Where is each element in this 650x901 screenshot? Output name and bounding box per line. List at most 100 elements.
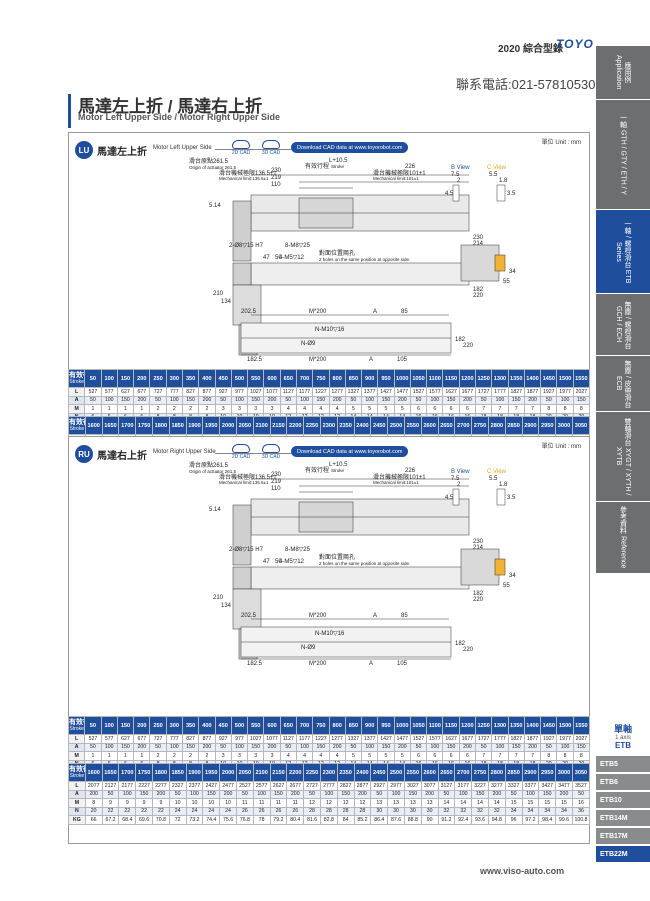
tab-reference[interactable]: 參考資料 Reference xyxy=(596,502,650,574)
tab-etb-series[interactable]: 一軸 / 螺桿滑台 ETB Series xyxy=(596,210,650,294)
series-list: ETB5 ETB6 ETB10 ETB14M ETB17M ETB22M xyxy=(596,756,650,864)
stroke-cell: 1750 xyxy=(135,416,153,435)
table-cell: 9 xyxy=(118,798,137,808)
table-cell: 50 xyxy=(540,395,558,405)
svg-text:4.5: 4.5 xyxy=(445,495,454,501)
svg-text:A: A xyxy=(373,613,377,619)
table-cell: 2 xyxy=(181,751,200,761)
contact-phone: 聯系電話:021-57810530 xyxy=(456,77,596,92)
table-cell: 1 xyxy=(84,404,102,414)
tab-xy-axis[interactable]: 雙軸滑台 XYGT / XYTH / XYTB xyxy=(596,412,650,502)
table-cell: 88.8 xyxy=(403,815,422,825)
svg-text:85: 85 xyxy=(401,613,408,619)
table-cell: 1027 xyxy=(247,734,265,744)
table-cell: 150 xyxy=(572,742,591,752)
tab-ecb[interactable]: 無塵 / 皮帶滑台 ECB xyxy=(596,356,650,412)
table-cell: 10 xyxy=(168,798,187,808)
stroke-cell: 650 xyxy=(279,369,297,388)
table-cell: 200 xyxy=(487,789,506,799)
cad-3d-button[interactable]: 3D CAD xyxy=(259,140,283,156)
series-item-etb17m[interactable]: ETB17M xyxy=(596,828,650,844)
cad-3d-button[interactable]: 3D CAD xyxy=(259,444,283,460)
table-cell: 150 xyxy=(538,789,557,799)
table-cell: 150 xyxy=(135,789,153,799)
stroke-cell: 250 xyxy=(149,716,167,735)
svg-text:Stroke: Stroke xyxy=(331,468,345,473)
table-cell: 100 xyxy=(361,742,379,752)
table-cell: 85.2 xyxy=(353,815,372,825)
table-cell: 11 xyxy=(286,798,305,808)
stroke-cell: 2850 xyxy=(504,763,523,782)
spec-table-2: 有效行程Stroke160016501700175018001850190019… xyxy=(68,763,591,825)
table-cell: 50 xyxy=(540,742,558,752)
svg-text:230: 230 xyxy=(271,472,282,478)
table-cell: 200 xyxy=(133,395,151,405)
table-cell: 150 xyxy=(507,395,525,405)
svg-text:A: A xyxy=(369,661,373,667)
table-cell: 36 xyxy=(571,806,591,816)
table-cell: 22 xyxy=(101,806,120,816)
table-cell: 7 xyxy=(491,404,509,414)
table-cell: 12 xyxy=(319,798,338,808)
stroke-cell: 650 xyxy=(279,716,297,735)
table-cell: 3027 xyxy=(403,781,422,791)
tab-application[interactable]: 應用例 Application xyxy=(596,46,650,100)
table-cell: 86.4 xyxy=(370,815,389,825)
table-cell: 2027 xyxy=(572,734,591,744)
svg-text:219: 219 xyxy=(271,175,282,181)
divider xyxy=(215,453,365,454)
svg-text:有效行程: 有效行程 xyxy=(305,466,329,474)
svg-text:5.14: 5.14 xyxy=(209,203,221,209)
table-cell: 2277 xyxy=(151,781,170,791)
series-item-etb6[interactable]: ETB6 xyxy=(596,774,650,790)
stroke-cell: 2300 xyxy=(319,763,338,782)
cad-2d-button[interactable]: 2D CAD xyxy=(229,444,253,460)
svg-text:C View: C View xyxy=(487,469,507,475)
svg-text:2 holes on the same position a: 2 holes on the same position at opposite… xyxy=(319,257,410,262)
table-cell: 14 xyxy=(471,798,489,808)
section-code-badge: RU xyxy=(75,445,93,463)
series-item-etb10[interactable]: ETB10 xyxy=(596,792,650,808)
table-cell: 8 xyxy=(572,404,591,414)
stroke-cell: 1900 xyxy=(185,416,204,435)
cad-2d-button[interactable]: 2D CAD xyxy=(229,140,253,156)
svg-text:182: 182 xyxy=(473,287,484,293)
footer-url[interactable]: www.viso-auto.com xyxy=(480,866,565,876)
download-cad-link[interactable]: Download CAD data at www.toyorobot.com xyxy=(291,446,409,457)
stroke-cell: 100 xyxy=(100,716,118,735)
series-item-etb22m[interactable]: ETB22M xyxy=(596,846,650,862)
table-cell: 577 xyxy=(100,387,118,397)
table-cell: 4 xyxy=(295,404,314,414)
table-cell: 5 xyxy=(361,404,379,414)
table-cell: 1877 xyxy=(523,387,542,397)
svg-text:滑台機械極限101±1: 滑台機械極限101±1 xyxy=(373,473,426,481)
svg-text:210: 210 xyxy=(213,291,224,297)
svg-text:5.14: 5.14 xyxy=(209,507,221,513)
table-cell: 7 xyxy=(475,751,493,761)
table-cell: 3 xyxy=(247,404,265,414)
stroke-cell: 100 xyxy=(100,369,118,388)
table-cell: 200 xyxy=(393,395,411,405)
table-cell: 3 xyxy=(214,404,232,414)
table-cell: 11 xyxy=(252,798,271,808)
svg-text:2: 2 xyxy=(457,482,461,488)
series-item-etb14m[interactable]: ETB14M xyxy=(596,810,650,826)
table-cell: 100 xyxy=(491,395,509,405)
table-cell: 6 xyxy=(409,404,428,414)
svg-text:Mechanical limit:101±1: Mechanical limit:101±1 xyxy=(373,176,419,181)
table-cell: 1327 xyxy=(344,734,363,744)
row-label-cell: M xyxy=(67,404,86,414)
table-cell: 68.4 xyxy=(118,815,137,825)
series-item-etb5[interactable]: ETB5 xyxy=(596,756,650,772)
table-cell: 3 xyxy=(230,404,249,414)
stroke-cell: 1500 xyxy=(556,369,574,388)
table-cell: 5 xyxy=(377,751,395,761)
stroke-cell: 550 xyxy=(247,369,265,388)
table-cell: 2027 xyxy=(572,387,591,397)
tab-gth-gty[interactable]: 一軸 GTH / GTY / ETH / Y xyxy=(596,100,650,210)
table-cell: 1527 xyxy=(409,387,428,397)
svg-text:8-M8▽25: 8-M8▽25 xyxy=(285,547,311,553)
tab-gch-ech[interactable]: 無塵 / 螺桿滑台 GCH / ECH xyxy=(596,294,650,356)
download-cad-link[interactable]: Download CAD data at www.toyorobot.com xyxy=(291,142,409,153)
